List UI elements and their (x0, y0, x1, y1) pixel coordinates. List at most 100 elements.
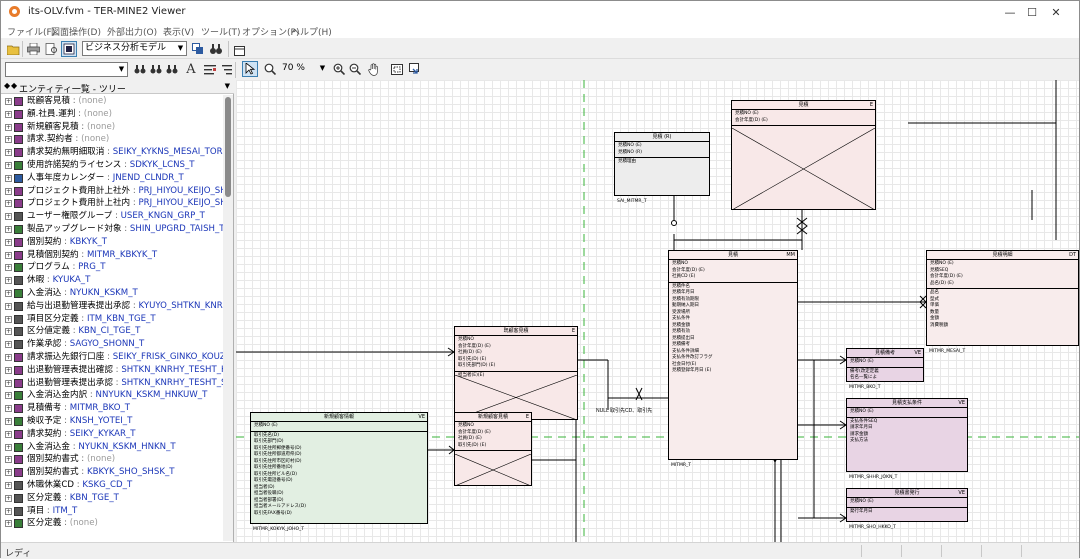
tree-item[interactable]: +区分値定義 : KBN_CI_TGE_T (1, 325, 223, 338)
expand-icon[interactable]: + (5, 149, 12, 157)
tree-item[interactable]: +見積個別契約 : MITMR_KBKYK_T (1, 249, 223, 262)
zoom-select[interactable]: 70 % ▼ (280, 62, 328, 77)
tree-item[interactable]: +入金消込金内訳 : NNYUKN_KSKM_HNKUW_T (1, 389, 223, 402)
expand-icon[interactable]: + (5, 328, 12, 336)
model-select[interactable]: ビジネス分析モデル ▼ (82, 41, 187, 56)
find-prev-icon[interactable] (164, 61, 180, 77)
tree-item[interactable]: +区分定義 : KBN_TGE_T (1, 492, 223, 505)
list-settings-icon[interactable] (202, 61, 218, 77)
layers-icon[interactable] (190, 41, 206, 57)
tree-item[interactable]: +出退勤管理表提出確認 : SHTKN_KNRHY_TESHT_KI (1, 364, 223, 377)
pin-icon[interactable]: ◆ (11, 81, 18, 90)
tree-options-icon[interactable] (219, 61, 235, 77)
expand-icon[interactable]: + (5, 264, 12, 272)
expand-icon[interactable]: + (5, 315, 12, 323)
tree-item[interactable]: +項目区分定義 : ITM_KBN_TGE_T (1, 313, 223, 326)
expand-icon[interactable]: + (5, 289, 12, 297)
font-icon[interactable]: A (186, 61, 196, 77)
tree-item[interactable]: +休暇 : KYUKA_T (1, 274, 223, 287)
expand-icon[interactable]: + (5, 251, 12, 259)
expand-icon[interactable]: + (5, 174, 12, 182)
tree-item[interactable]: +個別契約 : KBKYK_T (1, 236, 223, 249)
expand-icon[interactable]: + (5, 136, 12, 144)
tree-item[interactable]: +既顧客見積 : (none) (1, 95, 223, 108)
page-view-icon[interactable] (389, 61, 405, 77)
tree-item[interactable]: +入金消込金 : NYUKN_KSKM_HNKN_T (1, 441, 223, 454)
zoom-out-icon[interactable] (347, 61, 363, 77)
tree-item[interactable]: +新規顧客見積 : (none) (1, 121, 223, 134)
scrollbar-thumb[interactable] (225, 97, 231, 197)
tree-item[interactable]: +請求契約無明細取消 : SEIKY_KYKNS_MESAI_TORKS (1, 146, 223, 159)
zoom-in-icon[interactable] (331, 61, 347, 77)
tree-item[interactable]: +項目 : ITM_T (1, 505, 223, 518)
tree-item[interactable]: +作業承認 : SAGYO_SHONN_T (1, 338, 223, 351)
tree-item[interactable]: +プログラム : PRG_T (1, 261, 223, 274)
entity-filter-select[interactable]: ▼ (5, 62, 128, 77)
expand-icon[interactable]: + (5, 456, 12, 464)
expand-icon[interactable]: + (5, 494, 12, 502)
tree-item[interactable]: +休職休業CD : KSKG_CD_T (1, 479, 223, 492)
tree-item[interactable]: +給与出退勤管理表提出承認 : KYUYO_SHTKN_KNRI (1, 300, 223, 313)
expand-icon[interactable]: + (5, 430, 12, 438)
expand-icon[interactable]: + (5, 392, 12, 400)
close-button[interactable]: ✕ (1033, 1, 1079, 23)
expand-icon[interactable]: + (5, 341, 12, 349)
print-icon[interactable] (25, 41, 41, 57)
expand-icon[interactable]: + (5, 277, 12, 285)
menu-export[interactable]: 外部出力(O) (107, 28, 158, 38)
expand-icon[interactable]: + (5, 213, 12, 221)
expand-icon[interactable]: + (5, 405, 12, 413)
expand-icon[interactable]: + (5, 520, 12, 528)
tree-item[interactable]: +請求契約 : SEIKY_KYKAR_T (1, 428, 223, 441)
tree-item[interactable]: +個別契約書式 : (none) (1, 453, 223, 466)
expand-icon[interactable]: + (5, 225, 12, 233)
tree-item[interactable]: +区分定義 : (none) (1, 517, 223, 530)
expand-icon[interactable]: + (5, 481, 12, 489)
zoom-icon[interactable] (262, 61, 278, 77)
tree-item[interactable]: +請求.契約者 : (none) (1, 133, 223, 146)
menu-view[interactable]: 表示(V) (163, 28, 195, 38)
tree-item[interactable]: +使用許諾契約ライセンス : SDKYK_LCNS_T (1, 159, 223, 172)
expand-icon[interactable]: + (5, 161, 12, 169)
expand-icon[interactable]: + (5, 353, 12, 361)
expand-icon[interactable]: + (5, 110, 12, 118)
expand-icon[interactable]: + (5, 443, 12, 451)
find-next-icon[interactable] (148, 61, 164, 77)
hand-pan-icon[interactable] (366, 61, 382, 77)
expand-icon[interactable]: + (5, 302, 12, 310)
tree-item[interactable]: +ユーザー権限グループ : USER_KNGN_GRP_T (1, 210, 223, 223)
tree-item[interactable]: +出退勤管理表提出承認 : SHTKN_KNRHY_TESHT_SH (1, 377, 223, 390)
expand-icon[interactable]: + (5, 123, 12, 131)
tree-item[interactable]: +検収予定 : KNSH_YOTEI_T (1, 415, 223, 428)
tree-item[interactable]: +入金消込 : NYUKN_KSKM_T (1, 287, 223, 300)
expand-icon[interactable]: + (5, 200, 12, 208)
export-image-icon[interactable] (407, 61, 423, 77)
expand-icon[interactable]: + (5, 366, 12, 374)
tree-item[interactable]: +顧.社員.運判 : (none) (1, 108, 223, 121)
expand-icon[interactable]: + (5, 98, 12, 105)
tree-scrollbar[interactable] (223, 95, 233, 541)
find-entity-icon[interactable] (132, 61, 148, 77)
menu-file[interactable]: ファイル(F) (7, 28, 56, 38)
menu-diagram[interactable]: 図面操作(D) (51, 28, 101, 38)
window-layout-icon[interactable] (231, 43, 247, 59)
tree-item[interactable]: +人事年度カレンダー : JNEND_CLNDR_T (1, 172, 223, 185)
tree-item[interactable]: +プロジェクト費用計上社内 : PRJ_HIYOU_KEIJO_SHNA (1, 197, 223, 210)
expand-icon[interactable]: + (5, 187, 12, 195)
fit-view-icon[interactable] (61, 41, 77, 57)
print-preview-icon[interactable] (43, 41, 59, 57)
tree-item[interactable]: +見積備考 : MITMR_BKO_T (1, 402, 223, 415)
open-folder-icon[interactable] (5, 41, 21, 57)
minimize-button[interactable]: — (987, 1, 1033, 23)
chevron-down-icon[interactable]: ▼ (224, 82, 230, 90)
